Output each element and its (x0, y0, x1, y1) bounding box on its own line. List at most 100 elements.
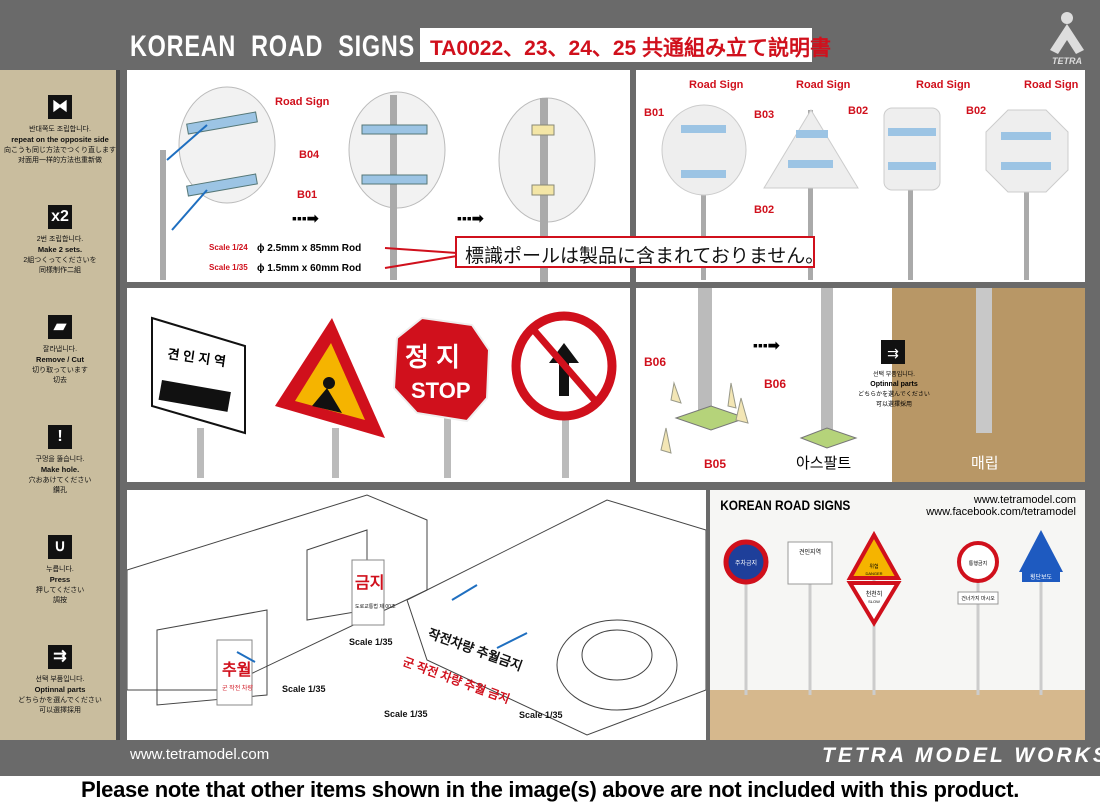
label-b02: B02 (966, 105, 986, 117)
base-illustration: B06 B06 B05 ▪▪▪➡ 아스팔트 매립 ⇉ 선택 부품입니다. Opt… (644, 288, 1085, 482)
legend-ja: どちらかを選んでください (18, 697, 102, 704)
bracket-b01 (186, 173, 258, 197)
photo-url: www.facebook.com/tetramodel (925, 506, 1076, 518)
drill-icon: ! (48, 425, 72, 449)
svg-text:STOP: STOP (411, 378, 471, 403)
legend-ko: 잘라냅니다. (42, 346, 78, 353)
page-subtitle: TA0022、23、24、25 共通組み立て説明書 (420, 28, 831, 62)
label-b03: B03 (754, 109, 774, 121)
svg-text:천천히: 천천히 (866, 590, 883, 598)
legend-zh: 同樣制作二組 (39, 267, 81, 274)
svg-text:Scale 1/35: Scale 1/35 (384, 709, 428, 719)
product-photo: KOREAN ROAD SIGNS www.tetramodel.com www… (710, 494, 1085, 740)
next-arrow: ▪▪▪➡ (292, 210, 319, 226)
svg-text:건너가지 마시오: 건너가지 마시오 (961, 595, 995, 602)
svg-text:どちらかを選んでください: どちらかを選んでください (858, 390, 930, 398)
scale-label: Scale 1/35 (209, 263, 248, 272)
legend-sidebar: ⧓ 반대쪽도 조립합니다. repeat on the opposite side 向… (0, 70, 120, 740)
legend-item-drill: ! 구멍을 뚫습니다. Make hole. 穴おあけてください鑽孔 (0, 425, 120, 496)
x2-icon: x2 (48, 205, 72, 229)
legend-en: Remove / Cut (36, 355, 84, 364)
legend-item-x2: x2 2번 조립합니다. Make 2 sets. 2組つくってくださいを同樣制作二組 (0, 205, 120, 276)
label-road-sign: Road Sign (275, 96, 330, 108)
svg-text:Scale 1/35: Scale 1/35 (519, 710, 563, 720)
legend-en: repeat on the opposite side (11, 135, 109, 144)
svg-text:주차금지: 주차금지 (735, 559, 757, 567)
svg-text:Scale 1/35: Scale 1/35 (282, 684, 326, 694)
legend-ko: 누릅니다. (46, 566, 74, 573)
tetra-logo: TETRA (1040, 10, 1095, 70)
svg-text:추월: 추월 (222, 660, 251, 679)
legend-zh: 可以選擇採用 (39, 707, 81, 714)
instruction-sheet: KOREAN ROAD SIGNS TA0022、23、24、25 共通組み立て… (0, 0, 1100, 776)
legend-ja: 切り取っています (32, 367, 88, 374)
photo-title: KOREAN ROAD SIGNS (720, 497, 850, 513)
label-b01: B01 (297, 189, 317, 201)
legend-en: Make 2 sets. (37, 245, 83, 254)
legend-en: Make hole. (40, 465, 80, 474)
svg-text:견인지역: 견인지역 (799, 548, 821, 556)
svg-text:Optinnal parts: Optinnal parts (870, 381, 918, 388)
photo-url: www.tetramodel.com (973, 494, 1076, 506)
svg-text:⇉: ⇉ (887, 345, 899, 361)
svg-text:SLOW: SLOW (868, 599, 880, 604)
legend-zh: 鑽孔 (53, 487, 67, 494)
legend-ko: 구멍을 뚫습니다. (35, 456, 85, 463)
svg-text:금지: 금지 (355, 574, 384, 592)
cut-icon: ▰ (48, 315, 72, 339)
legend-ja: 2組つくってくださいを (23, 257, 97, 264)
square-sign (883, 107, 941, 280)
label-road-sign: Road Sign (916, 79, 971, 91)
label-b06: B06 (764, 377, 786, 391)
no-straight-sign (511, 311, 617, 478)
label-road-sign: Road Sign (689, 79, 744, 91)
vehicle-illustration: 추월 군 작전 차량 금지 도로교통법 제 00조 작전차량 추월금지 군 작전… (127, 494, 706, 736)
footer-brand: TETRA MODEL WORKS (822, 744, 1100, 767)
mirror-icon: ⧓ (48, 95, 72, 119)
legend-ko: 2번 조립합니다. (36, 236, 84, 243)
svg-text:도로교통법 제 00조: 도로교통법 제 00조 (355, 603, 396, 610)
roadwork-sign (275, 318, 385, 478)
legend-item-optional: ⇉ 선택 부품입니다. Optinnal parts どちらかを選んでください可以選擇… (0, 645, 120, 716)
rod-spec: ϕ 2.5mm x 85mm Rod (257, 243, 361, 254)
legend-item-mirror: ⧓ 반대쪽도 조립합니다. repeat on the opposite side 向… (0, 95, 120, 166)
legend-en: Optinnal parts (34, 685, 86, 694)
wood-base (710, 690, 1085, 740)
footer-website: www.tetramodel.com (130, 746, 270, 763)
legend-ja: 押してください (35, 587, 85, 594)
next-arrow: ▪▪▪➡ (753, 337, 780, 353)
legend-zh: 調按 (53, 597, 67, 604)
label-b06: B06 (644, 355, 666, 369)
base-panel: B06 B06 B05 ▪▪▪➡ 아스팔트 매립 ⇉ 선택 부품입니다. Opt… (636, 288, 1085, 482)
pole (160, 150, 166, 280)
legend-zh: 对面用一样的方法也重新做 (18, 157, 102, 164)
label-b05: B05 (704, 457, 726, 471)
svg-text:횡단보도: 횡단보도 (1030, 573, 1053, 581)
label-b02: B02 (754, 204, 774, 216)
legend-ja: 向こうも同じ方法でつくり直します (4, 147, 116, 154)
legend-ko: 반대쪽도 조립합니다. (29, 126, 91, 133)
towing-zone-sign: 견 인 지 역 (151, 316, 246, 478)
rod-spec: ϕ 1.5mm x 60mm Rod (257, 263, 361, 274)
svg-text:可以選擇採用: 可以選擇採用 (876, 400, 912, 408)
svg-text:선택 부품입니다.: 선택 부품입니다. (873, 370, 915, 378)
label-road-sign: Road Sign (1024, 79, 1079, 91)
legend-ja: 穴おあけてください (28, 477, 92, 484)
legend-ko: 선택 부품입니다. (35, 676, 85, 683)
next-arrow: ▪▪▪➡ (457, 210, 484, 226)
step1-panel: Road Sign B01 B04 ▪▪▪➡ ▪▪▪➡ Scale 1/24 ϕ… (127, 70, 630, 282)
optional-parts-icon: ⇉ (48, 645, 72, 669)
label-b04: B04 (299, 149, 320, 161)
label-b01: B01 (644, 107, 664, 119)
vehicle-panel: 추월 군 작전 차량 금지 도로교통법 제 00조 작전차량 추월금지 군 작전… (127, 490, 706, 740)
page-title: KOREAN ROAD SIGNS (130, 30, 415, 63)
scale-label: Scale 1/24 (209, 243, 248, 252)
svg-text:위험: 위험 (869, 563, 878, 570)
svg-text:통행금지: 통행금지 (969, 560, 987, 567)
octagon-sign (985, 109, 1069, 280)
svg-text:DANGER: DANGER (865, 571, 882, 576)
